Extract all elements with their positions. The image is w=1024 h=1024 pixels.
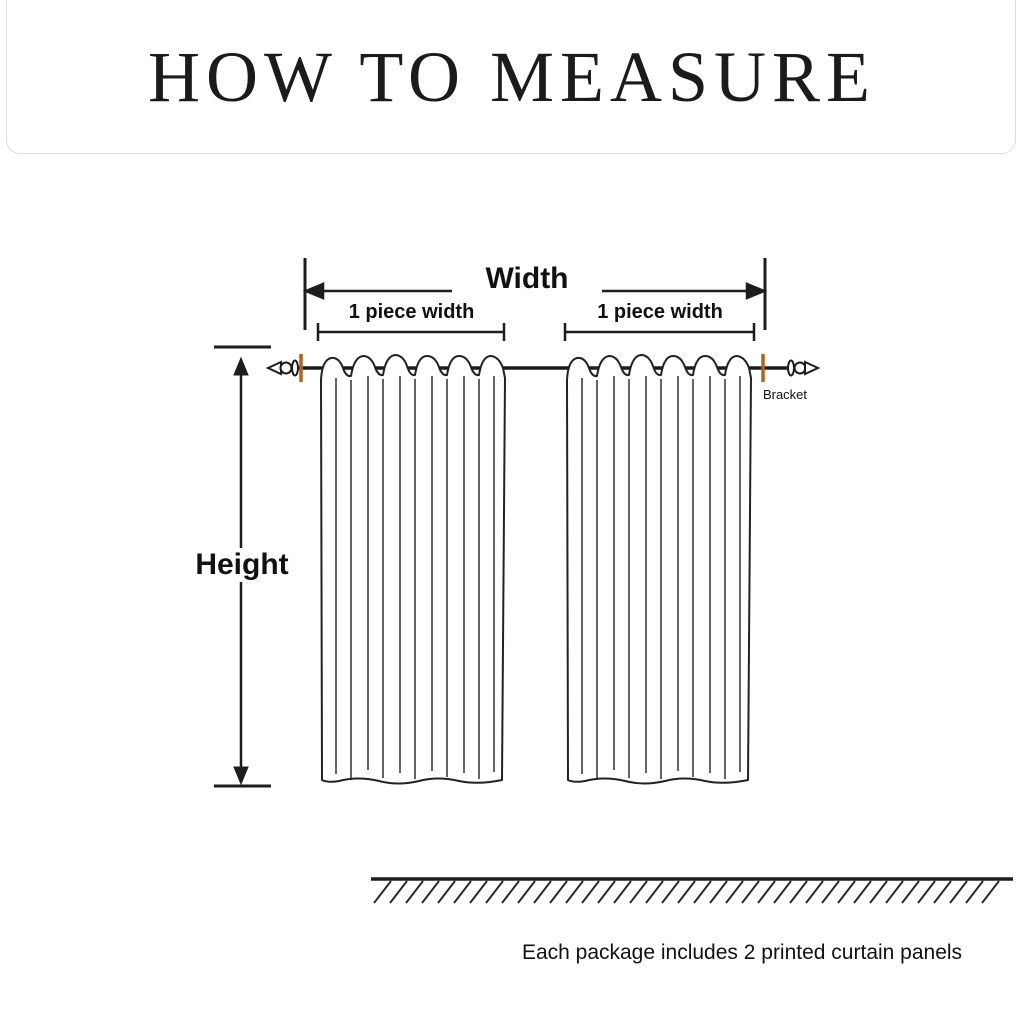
curtain-outline — [566, 354, 752, 785]
curtain-outline — [320, 354, 506, 785]
curtain-panel-right — [566, 354, 752, 785]
curtain-folds — [581, 376, 741, 780]
curtain-folds — [335, 376, 495, 780]
height-label: Height — [182, 548, 302, 582]
width-arrowhead-left — [302, 282, 325, 300]
piece-width-left-bracket — [316, 323, 506, 341]
finial-left-disc-icon — [291, 359, 299, 377]
height-arrowhead-down — [233, 766, 249, 786]
header-card — [6, 0, 1016, 154]
ground — [371, 877, 1013, 904]
finial-right-ball-icon — [793, 361, 807, 375]
piece-width-right-bracket — [563, 323, 756, 341]
mounting-brackets — [299, 354, 765, 382]
finial-right-icon — [804, 360, 821, 376]
width-label: Width — [452, 262, 602, 296]
page-title: HOW TO MEASURE — [147, 37, 877, 117]
finial-right-disc-icon — [787, 359, 795, 377]
height-arrowhead-up — [233, 356, 249, 376]
ground-hatching — [373, 880, 1000, 904]
measure-diagram — [214, 258, 1013, 904]
bracket-label: Bracket — [762, 387, 808, 402]
finial-left-icon — [265, 360, 282, 376]
piece-width-brackets — [316, 323, 756, 341]
finial-left-ball-icon — [279, 361, 293, 375]
piece-width-right-label: 1 piece width — [597, 301, 723, 323]
curtain-panel-left — [320, 354, 506, 785]
piece-width-left-label: 1 piece width — [348, 301, 475, 323]
width-arrowhead-right — [745, 282, 768, 300]
package-caption: Each package includes 2 printed curtain … — [521, 941, 963, 964]
